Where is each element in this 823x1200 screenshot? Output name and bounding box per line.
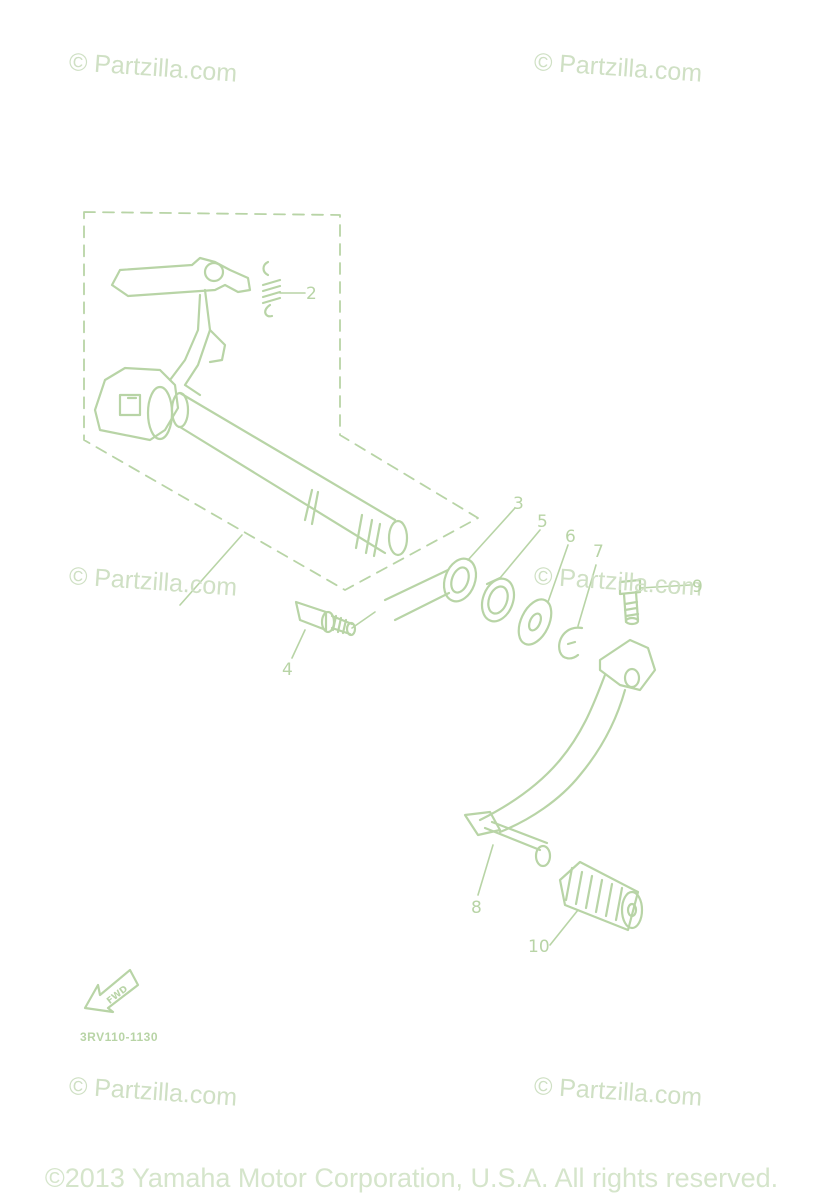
fwd-arrow-icon: FWD [83,968,140,1014]
callout-8: 8 [471,898,482,918]
callout-5: 5 [537,512,548,532]
assembly-dashed-outline [83,211,479,591]
part-2-spring [261,260,306,318]
callout-6: 6 [565,527,576,547]
callout-7: 7 [593,542,604,562]
part-3-torsion-spring [383,507,516,622]
callout-2: 2 [306,284,317,304]
part-8-shift-pedal [463,638,657,896]
part-6-washer [517,544,569,646]
part-10-pedal-rubber [549,860,644,946]
part-5-oil-seal [480,529,541,623]
part-1-leader [179,534,243,606]
callout-10: 10 [528,937,550,957]
callout-3: 3 [513,494,524,514]
diagram-code: 3RV110-1130 [80,1030,159,1044]
callout-4: 4 [282,660,293,680]
part-4-bolt [291,600,376,659]
callout-9: 9 [692,577,703,597]
part-9-bolt [618,578,691,626]
part-7-circlip [558,564,597,660]
shift-shaft-assembly [93,256,409,558]
copyright-notice: ©2013 Yamaha Motor Corporation, U.S.A. A… [44,1163,779,1193]
